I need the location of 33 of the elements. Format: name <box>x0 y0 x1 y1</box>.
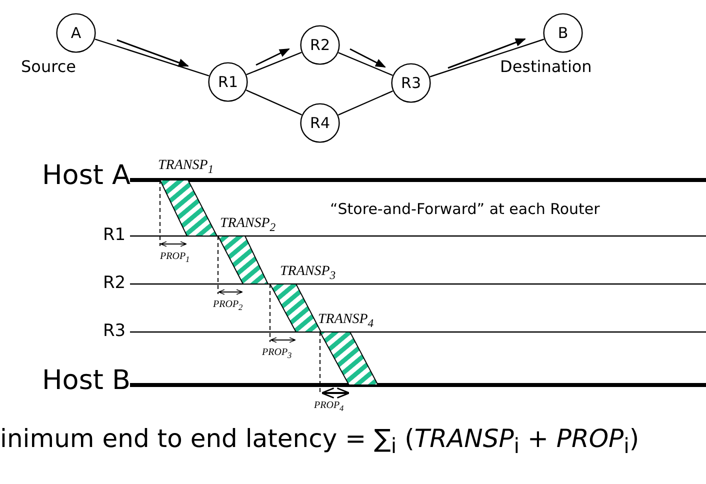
timing-label: PROP$_{3}$ <box>262 347 292 360</box>
timing-label: TRANSP$_{1}$ <box>158 158 214 176</box>
node-label: R1 <box>217 72 239 93</box>
node-label: A <box>70 23 82 44</box>
axis-label: R1 <box>103 225 126 245</box>
link-line <box>246 52 302 76</box>
timing-label: PROP$_{4}$ <box>314 400 344 413</box>
node-label: R4 <box>309 113 331 134</box>
link-line <box>338 90 393 116</box>
timing-label: PROP$_{2}$ <box>213 299 243 312</box>
note-text: “Store-and-Forward” at each Router <box>330 200 600 218</box>
axis-label: Host B <box>42 365 131 396</box>
formula-text: inimum end to end latency = ∑$_{i}$ (TRANSP$_{i}$ + PROP$_{i}$) <box>0 424 640 458</box>
node-circle <box>208 62 248 102</box>
node-circle <box>300 103 340 143</box>
link-line <box>246 90 302 116</box>
link-line <box>430 38 544 78</box>
node-circle <box>300 25 340 65</box>
link-line <box>338 52 393 76</box>
timing-label: TRANSP$_{3}$ <box>280 264 336 282</box>
axis-label: R2 <box>103 273 126 293</box>
axis-label: R3 <box>103 321 126 341</box>
node-caption: Source <box>21 57 76 76</box>
node-label: B <box>556 23 570 44</box>
link-line <box>94 38 210 76</box>
timing-label: PROP$_{1}$ <box>160 251 190 264</box>
node-label: R2 <box>309 35 331 56</box>
node-caption: Destination <box>500 57 592 76</box>
axis-label: Host A <box>42 160 131 191</box>
timing-label: TRANSP$_{2}$ <box>220 216 276 234</box>
node-circle <box>391 63 431 103</box>
node-label: R3 <box>400 73 422 94</box>
timing-label: TRANSP$_{4}$ <box>318 312 374 330</box>
